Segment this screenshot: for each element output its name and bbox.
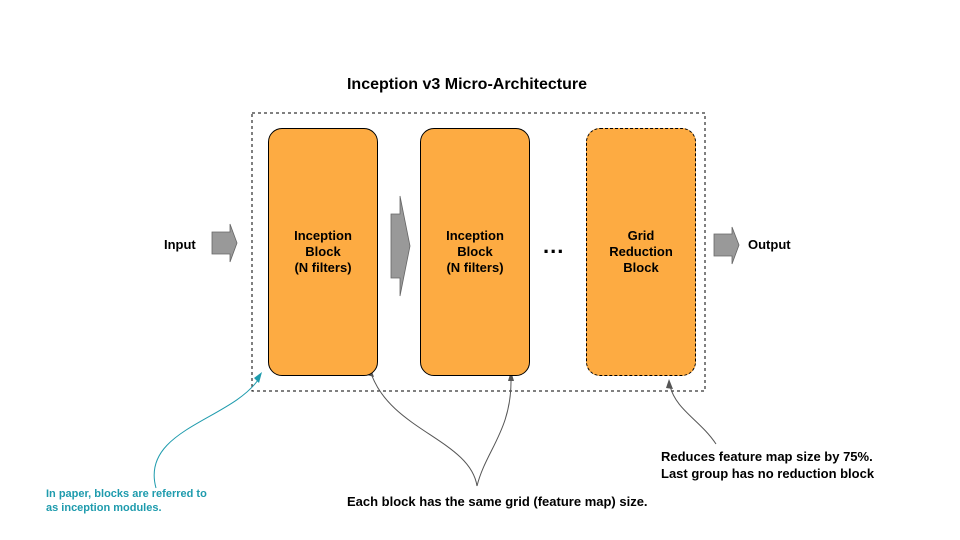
grid-note-arrowhead-right [508,371,514,381]
paper-note: In paper, blocks are referred to as ince… [46,488,207,514]
inception-block-1: Inception Block (N filters) [268,128,378,376]
block-label-line: Inception [294,228,352,243]
grid-reduction-block: Grid Reduction Block [586,128,696,376]
paper-note-arrowhead [254,372,262,383]
grid-size-note: Each block has the same grid (feature ma… [347,494,648,509]
block-label-line: (N filters) [294,260,352,275]
grid-note-connector-left [370,372,478,487]
block-label-line: Grid [627,228,655,243]
paper-note-connector [153,379,259,489]
input-arrow [211,223,238,263]
reduction-note-line-1: Reduces feature map size by 75%. [661,449,873,464]
block-label-line: Block [623,260,659,275]
inception-block-2: Inception Block (N filters) [420,128,530,376]
diagram-title: Inception v3 Micro-Architecture [346,76,588,93]
ellipsis-indicator: ... [543,233,565,258]
reduction-note-line-2: Last group has no reduction block [661,466,875,481]
input-label: Input [164,237,196,252]
block-label-line: (N filters) [446,260,504,275]
output-label: Output [748,237,791,252]
reduction-note-arrowhead [666,379,673,389]
block-label-line: Block [457,244,493,259]
block-connector-arrow [390,195,411,297]
block-label-line: Reduction [609,244,673,259]
output-arrow [713,226,740,265]
reduction-note-connector [669,385,717,445]
micro-architecture-container [251,112,706,392]
block-label-line: Block [305,244,341,259]
block-label-line: Inception [446,228,504,243]
grid-note-connector-right [476,377,512,487]
